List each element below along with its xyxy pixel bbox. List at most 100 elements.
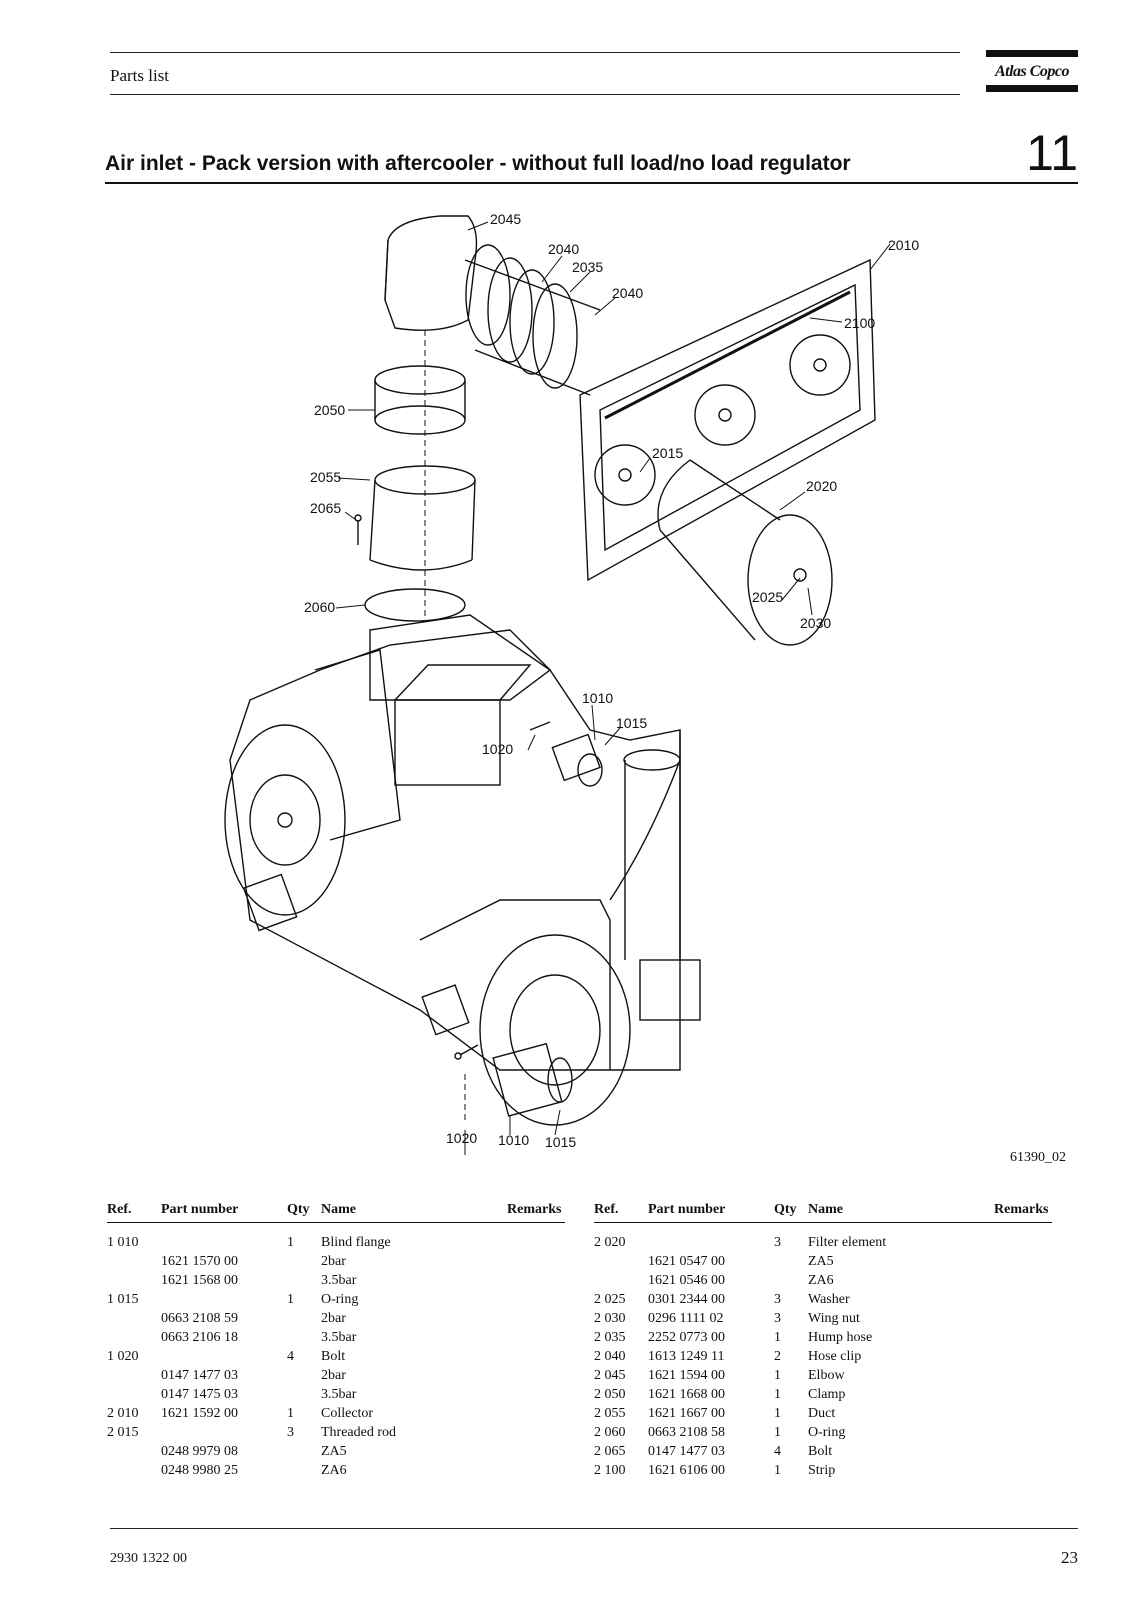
cell-qty: 1 — [774, 1463, 781, 1478]
cell-remarks — [994, 1271, 1052, 1290]
cell-remarks — [994, 1442, 1052, 1461]
cell-remarks — [507, 1461, 565, 1480]
table-header-row: Ref. Part number Qty Name Remarks — [594, 1202, 1052, 1223]
cell-ref: 2 010 — [107, 1406, 139, 1421]
cell-name: Duct — [808, 1406, 836, 1421]
cell-ref — [594, 1271, 648, 1290]
cell-qty — [287, 1442, 321, 1461]
cell-part-number: 0296 1111 02 — [648, 1311, 724, 1326]
cell-name: ZA6 — [808, 1273, 834, 1288]
cell-part-number: 1613 1249 11 — [648, 1349, 725, 1364]
callout: 2100 — [844, 315, 875, 331]
cell-qty — [287, 1328, 321, 1347]
cell-remarks — [507, 1423, 565, 1442]
cell-name: Strip — [808, 1463, 836, 1478]
cell-ref: 2 060 — [594, 1425, 626, 1440]
cell-name: ZA5 — [808, 1254, 834, 1269]
cell-qty: 3 — [774, 1311, 781, 1326]
atlas-copco-logo: Atlas Copco — [986, 50, 1078, 92]
col-qty: Qty — [774, 1202, 808, 1223]
cell-ref: 1 015 — [107, 1292, 139, 1307]
cell-part-number — [648, 1233, 774, 1252]
callout: 1020 — [482, 741, 513, 757]
cell-ref — [107, 1252, 161, 1271]
callout: 1015 — [545, 1134, 576, 1150]
cell-qty: 1 — [287, 1292, 294, 1307]
cell-qty — [287, 1385, 321, 1404]
table-header-row: Ref. Part number Qty Name Remarks — [107, 1202, 565, 1223]
col-part-number: Part number — [161, 1202, 287, 1223]
cell-part-number — [161, 1423, 287, 1442]
callout: 2035 — [572, 259, 603, 275]
cell-ref: 2 035 — [594, 1330, 626, 1345]
cell-remarks — [994, 1385, 1052, 1404]
cell-name: Bolt — [321, 1349, 346, 1364]
cell-qty: 4 — [774, 1444, 781, 1459]
callout: 2015 — [652, 445, 683, 461]
cell-name: ZA5 — [321, 1444, 347, 1459]
cell-name: 3.5bar — [321, 1387, 357, 1402]
cell-name: Threaded rod — [321, 1425, 397, 1440]
cell-remarks — [994, 1366, 1052, 1385]
cell-ref: 1 020 — [107, 1349, 139, 1364]
cell-part-number: 1621 1592 00 — [161, 1406, 238, 1421]
cell-name: Bolt — [808, 1444, 833, 1459]
cell-name: 2bar — [321, 1311, 346, 1326]
cell-qty: 1 — [287, 1235, 294, 1250]
cell-part-number: 1621 1668 00 — [648, 1387, 725, 1402]
cell-ref: 1 010 — [107, 1235, 139, 1250]
cell-remarks — [994, 1290, 1052, 1309]
document-number: 2930 1322 00 — [110, 1551, 187, 1566]
section-label: Parts list — [110, 66, 170, 85]
cell-part-number: 0663 2108 59 — [161, 1311, 238, 1326]
cell-qty: 1 — [287, 1406, 294, 1421]
cell-remarks — [994, 1328, 1052, 1347]
cell-remarks — [994, 1404, 1052, 1423]
cell-part-number: 0663 2106 18 — [161, 1330, 238, 1345]
cell-ref: 2 055 — [594, 1406, 626, 1421]
col-name: Name — [321, 1202, 507, 1223]
parts-table-left: Ref. Part number Qty Name Remarks 1 010 1… — [107, 1202, 565, 1480]
cell-name: O-ring — [321, 1292, 359, 1307]
cell-remarks — [507, 1271, 565, 1290]
cell-remarks — [507, 1366, 565, 1385]
cell-part-number: 0147 1477 03 — [648, 1444, 725, 1459]
cell-remarks — [994, 1347, 1052, 1366]
cell-remarks — [994, 1461, 1052, 1480]
page-title: Air inlet - Pack version with aftercoole… — [105, 152, 851, 175]
cell-name: 2bar — [321, 1368, 346, 1383]
col-qty: Qty — [287, 1202, 321, 1223]
assembly-center-lines — [424, 330, 466, 1120]
callout: 1010 — [498, 1132, 529, 1148]
footer-rule — [110, 1528, 1078, 1529]
cell-ref — [107, 1309, 161, 1328]
cell-remarks — [507, 1385, 565, 1404]
cell-part-number: 0147 1475 03 — [161, 1387, 238, 1402]
cell-part-number: 1621 1594 00 — [648, 1368, 725, 1383]
cell-part-number: 2252 0773 00 — [648, 1330, 725, 1345]
cell-qty: 3 — [774, 1235, 781, 1250]
cell-ref — [107, 1271, 161, 1290]
cell-part-number: 1621 6106 00 — [648, 1463, 725, 1478]
cell-qty: 1 — [774, 1387, 781, 1402]
col-ref: Ref. — [594, 1202, 648, 1223]
cell-part-number: 1621 1568 00 — [161, 1273, 238, 1288]
cell-qty — [774, 1271, 808, 1290]
cell-name: 2bar — [321, 1254, 346, 1269]
cell-remarks — [507, 1233, 565, 1252]
cell-qty — [287, 1461, 321, 1480]
callout: 2030 — [800, 615, 831, 631]
callout: 2055 — [310, 469, 341, 485]
cell-name: Hose clip — [808, 1349, 862, 1364]
cell-remarks — [994, 1252, 1052, 1271]
col-name: Name — [808, 1202, 994, 1223]
